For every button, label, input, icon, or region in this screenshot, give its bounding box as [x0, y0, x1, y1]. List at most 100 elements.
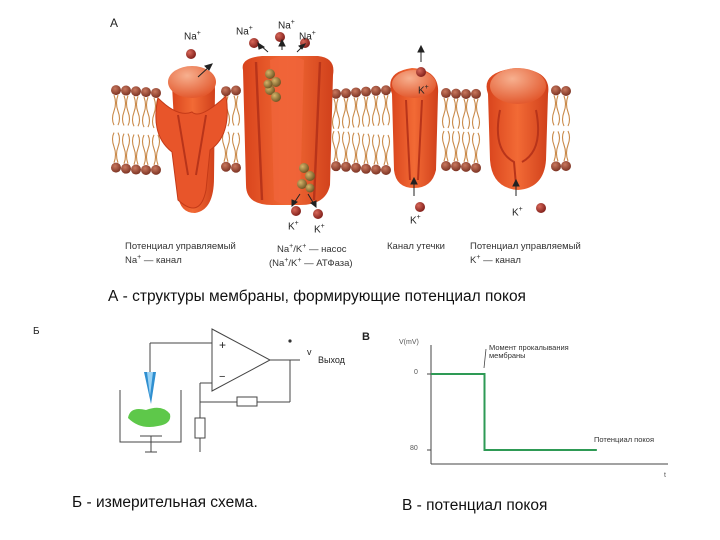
pump-label-line2: (Na+/K+ — АТФаза)	[269, 257, 353, 270]
lipid-tail	[231, 132, 237, 163]
na-ion	[249, 38, 259, 48]
leak-channel-label: Канал утечки	[387, 241, 445, 252]
lipid-tail	[371, 95, 377, 127]
lipid-tail	[461, 131, 467, 163]
lipid-tail	[381, 134, 387, 166]
ions	[186, 32, 546, 219]
op-amp-minus: −	[219, 371, 226, 383]
lipid-head	[331, 88, 341, 99]
k-label-bottom-3: K+	[410, 214, 421, 227]
k-label-leak: K+	[418, 84, 429, 97]
pump-label: Na+/K+ — насос (Na+/K+ — АТФаза)	[269, 241, 353, 269]
output-terminal-dot	[288, 339, 292, 343]
lipid-head	[471, 162, 481, 173]
lipid-tail	[475, 132, 481, 164]
lipid-tail	[331, 130, 337, 162]
lipid-tail	[145, 96, 151, 128]
lipid-head	[341, 88, 351, 99]
lipid-tail	[465, 98, 471, 130]
lipid-tail	[355, 97, 361, 128]
lipid-tail	[351, 97, 357, 128]
voltage-gated-na-channel	[155, 66, 228, 213]
na-channel-label-line1: Потенциал управляемый	[125, 241, 236, 252]
lipid-tail	[565, 95, 571, 127]
panel-v-letter: В	[362, 331, 370, 343]
na-channel-label-line2: Na+ — канал	[125, 254, 182, 267]
lipid-tail	[385, 134, 391, 166]
lipid-head	[351, 87, 361, 98]
na-ion	[275, 32, 285, 42]
leak-channel	[390, 68, 439, 188]
flow-arrows	[197, 38, 520, 209]
voltage-gated-k-channel	[486, 68, 549, 190]
puncture-annotation-line1: Момент прокалывания	[489, 343, 569, 352]
lipid-tails	[111, 94, 571, 166]
k-label-bottom-1: K+	[288, 220, 299, 233]
lipid-tail	[141, 134, 147, 166]
lipid-tail	[331, 98, 337, 130]
neuron-cell	[128, 407, 171, 427]
lipid-heads-outer	[111, 85, 571, 99]
lipid-head	[221, 161, 231, 172]
lipid-tail	[351, 132, 357, 163]
k-ion	[313, 209, 323, 219]
lipid-tail	[565, 130, 571, 162]
lipid-head	[231, 162, 241, 173]
na-label-top-2: Na+	[278, 19, 295, 32]
lipid-tail	[235, 132, 241, 163]
lipid-tail	[361, 96, 367, 127]
k-ion	[536, 203, 546, 213]
lipid-tail	[141, 96, 147, 128]
lipid-tail	[381, 95, 387, 126]
lipid-tail	[475, 98, 481, 130]
panel-b-letter: Б	[33, 326, 40, 337]
panel-a-letter: А	[110, 16, 119, 30]
lipid-tail	[131, 96, 137, 127]
lipid-tail	[361, 133, 367, 164]
na-label-left: Na+	[184, 30, 201, 43]
lipid-tail	[371, 134, 377, 165]
lipid-tail	[131, 134, 137, 165]
lipid-tail	[231, 95, 237, 126]
lipid-tail	[551, 131, 557, 162]
lipid-head	[121, 85, 131, 96]
tick-label-neg80: 80	[410, 445, 418, 452]
lipid-tail	[345, 131, 351, 162]
lipid-tail	[441, 130, 447, 162]
resting-potential-label: Потенциал покоя	[594, 435, 655, 444]
lipid-head	[231, 85, 241, 96]
lipid-head	[451, 161, 461, 172]
lipid-head	[561, 85, 571, 96]
k-ion	[291, 206, 301, 216]
output-label: Выход	[318, 355, 345, 365]
lipid-tail	[221, 131, 227, 162]
na-k-pump	[242, 56, 334, 205]
lipid-head	[361, 163, 371, 174]
feedback-resistor	[236, 396, 258, 407]
lipid-tail	[151, 97, 157, 129]
lipid-tail	[341, 131, 347, 162]
k-channel-label-line1: Потенциал управляемый	[470, 241, 581, 252]
lipid-tail	[121, 133, 127, 164]
ground-resistor	[194, 417, 206, 439]
lipid-tail	[365, 133, 371, 164]
lipid-head	[151, 164, 161, 175]
lipid-head	[381, 85, 391, 96]
lipid-tail	[375, 95, 381, 127]
lipid-head	[331, 161, 341, 172]
na-ion	[186, 49, 196, 59]
lipid-head	[551, 85, 561, 96]
lipid-head	[141, 87, 151, 98]
lipid-tail	[365, 96, 371, 127]
output-v: v	[307, 347, 312, 357]
lipid-tail	[561, 95, 567, 127]
lipid-tail	[441, 97, 447, 129]
lipid-head	[371, 85, 381, 96]
k-channel-label-line2: K+ — канал	[470, 254, 521, 267]
lipid-head	[441, 161, 451, 172]
k-channel-label: Потенциал управляемый K+ — канал	[470, 241, 581, 266]
resting-potential-chart	[427, 345, 668, 465]
lipid-tail	[471, 98, 477, 130]
lipid-head	[381, 164, 391, 175]
